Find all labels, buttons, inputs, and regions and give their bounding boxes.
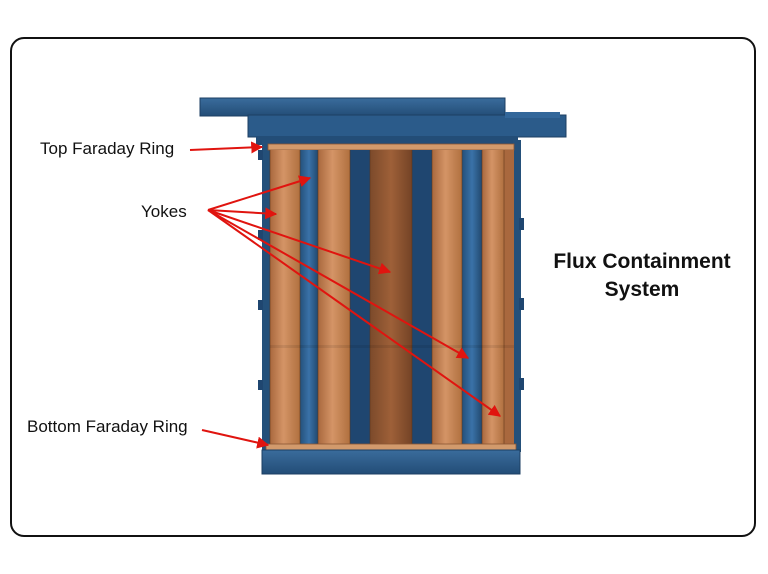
yoke-columns bbox=[269, 150, 514, 446]
arrow-yoke-5 bbox=[207, 209, 501, 417]
arrow-yoke-4 bbox=[207, 209, 470, 359]
arrow-top-ring bbox=[189, 141, 264, 154]
arrow-yoke-2 bbox=[207, 207, 278, 220]
arrow-bottom-ring bbox=[201, 429, 270, 449]
base-plate bbox=[261, 449, 521, 475]
title-line-2: System bbox=[604, 278, 680, 301]
top-faraday-ring bbox=[267, 143, 515, 151]
bottom-faraday-ring bbox=[265, 443, 517, 451]
yokes-label: Yokes bbox=[141, 202, 187, 221]
title-line-1: Flux Containment bbox=[553, 250, 731, 273]
arrow-yoke-1 bbox=[207, 175, 312, 211]
top-faraday-ring-label: Top Faraday Ring bbox=[40, 139, 175, 158]
top-cover bbox=[199, 97, 567, 145]
side-frame bbox=[258, 140, 524, 452]
bottom-faraday-ring-label: Bottom Faraday Ring bbox=[27, 417, 188, 436]
diagram-title: Flux Containment System bbox=[530, 248, 754, 304]
annotation-arrows bbox=[189, 141, 501, 449]
arrow-yoke-3 bbox=[207, 209, 392, 275]
